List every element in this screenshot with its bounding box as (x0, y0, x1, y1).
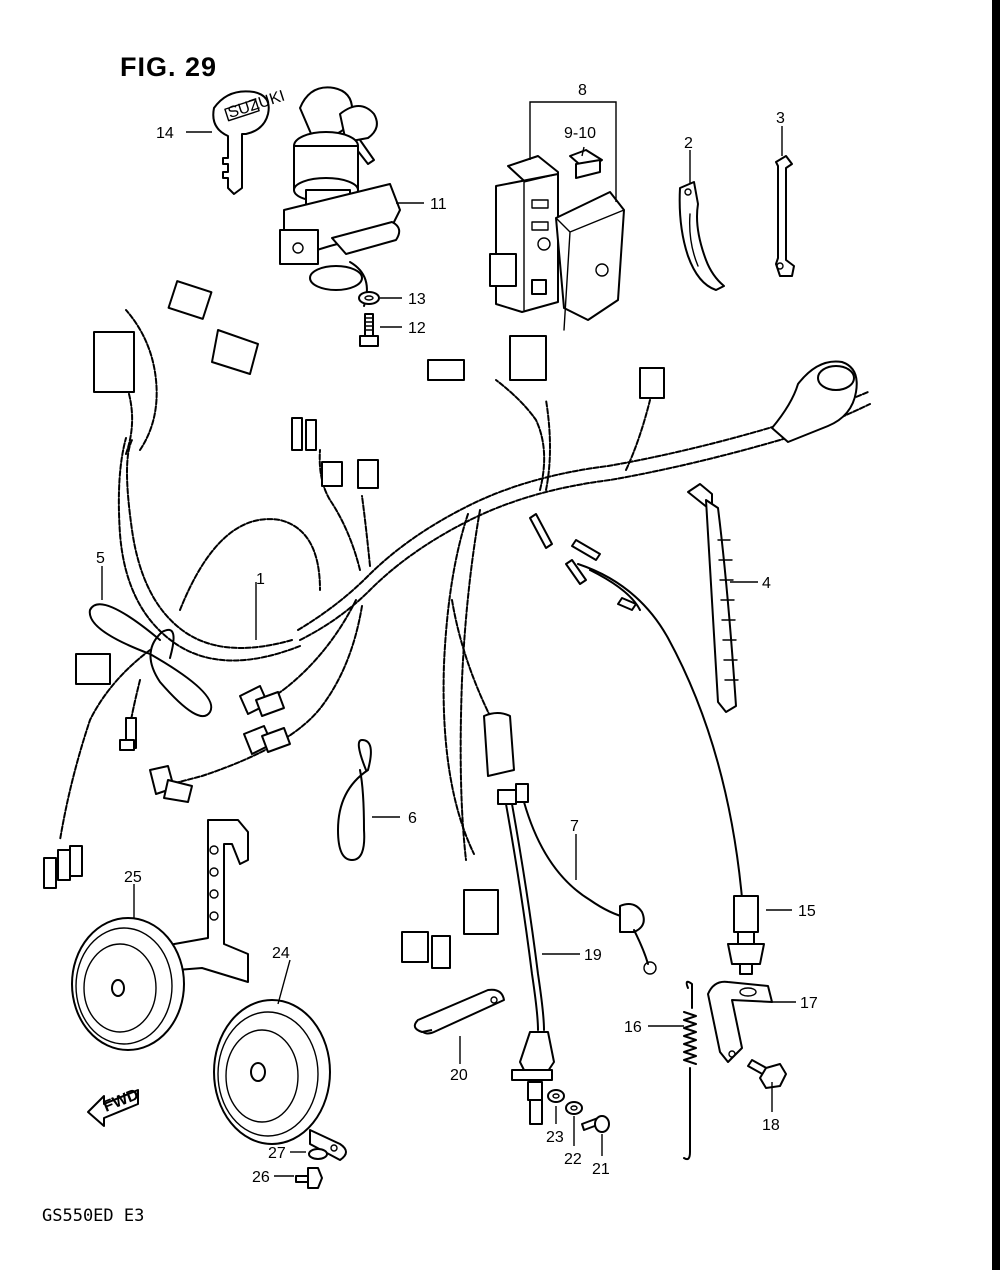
neutral-switch-19-drawing (497, 789, 555, 1125)
ref-24: 24 (272, 945, 290, 962)
ref-17: 17 (800, 995, 818, 1012)
brake-switch-15-drawing (727, 895, 765, 975)
wire-clip-5-drawing (88, 603, 213, 718)
leader-24 (277, 959, 291, 1005)
ref-25: 25 (124, 869, 142, 886)
screw-21-drawing (581, 1115, 610, 1133)
ignition-key-drawing: SUZUKI (212, 88, 287, 195)
ref-11: 11 (430, 196, 447, 213)
ref-23: 23 (546, 1129, 564, 1146)
bracket-17-drawing (707, 980, 773, 1063)
ref-20: 20 (450, 1067, 468, 1084)
ref-1: 1 (256, 571, 265, 588)
horn-25-drawing (71, 819, 249, 1051)
horn-24-drawing (213, 999, 347, 1161)
ref-4: 4 (762, 575, 771, 592)
cable-tie-4-drawing (687, 483, 739, 713)
wire-clip-6-drawing (337, 739, 372, 861)
strap-3-drawing (775, 155, 795, 277)
ref-15: 15 (798, 903, 816, 920)
ref-16: 16 (624, 1019, 642, 1036)
figure-title: FIG. 29 (120, 52, 218, 82)
ref-22: 22 (564, 1151, 582, 1168)
spring-16-drawing (683, 980, 697, 1161)
ref-19: 19 (584, 947, 602, 964)
clamp-20-drawing (413, 988, 505, 1035)
leader-9-10 (581, 146, 585, 157)
washer-22-drawing (565, 1101, 583, 1115)
model-code: GS550ED E3 (42, 1206, 145, 1226)
bracket-2-drawing (678, 181, 725, 291)
reference-numbers: 1 2 3 4 5 6 7 8 9-10 11 12 13 14 15 16 1… (96, 82, 818, 1186)
ref-2: 2 (684, 135, 693, 152)
leader-8 (529, 101, 617, 202)
ignition-switch-drawing (279, 86, 401, 307)
ref-9-10: 9-10 (564, 125, 596, 142)
screw-12-drawing (359, 313, 379, 347)
main-harness-drawing (43, 280, 871, 969)
nut-27-drawing (308, 1148, 328, 1160)
bolt-26-drawing (295, 1167, 323, 1189)
ref-14: 14 (156, 125, 174, 142)
ref-6: 6 (408, 810, 417, 827)
ref-27: 27 (268, 1145, 286, 1162)
ref-7: 7 (570, 818, 579, 835)
lead-wire-7-drawing (515, 783, 657, 975)
ref-13: 13 (408, 291, 426, 308)
ref-26: 26 (252, 1169, 270, 1186)
ref-18: 18 (762, 1117, 780, 1134)
relay-unit-drawing (489, 149, 625, 331)
scan-edge (992, 0, 1000, 1270)
ref-3: 3 (776, 110, 785, 127)
washer-23-drawing (547, 1089, 565, 1103)
ref-8: 8 (578, 82, 587, 99)
ref-5: 5 (96, 550, 105, 567)
ref-21: 21 (592, 1161, 610, 1178)
leader-lines (101, 101, 796, 1177)
bolt-18-drawing (747, 1059, 787, 1089)
washer-13-drawing (358, 291, 380, 305)
ref-12: 12 (408, 320, 426, 337)
fwd-arrow-icon: FWD (87, 1086, 141, 1127)
